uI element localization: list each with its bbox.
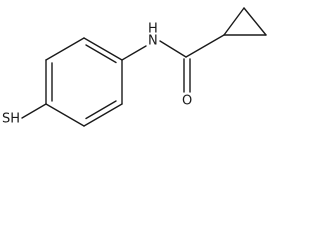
cyclopropane-bond	[223, 7, 245, 36]
benzene-ring	[45, 37, 123, 127]
ring-bond	[83, 103, 123, 127]
amide-nitrogen-label: N	[148, 34, 158, 49]
carbonyl-oxygen-label: O	[182, 94, 192, 109]
ring-double-bond	[85, 100, 117, 120]
ring-bond	[45, 103, 85, 127]
cyclopropane-ring	[223, 7, 267, 36]
carbonyl-cyclopropyl-bond	[185, 34, 225, 58]
carbon-nitrogen-bond	[121, 45, 147, 61]
ring-bond	[45, 37, 85, 61]
carbon-sulfur-bond	[21, 103, 47, 119]
nitrogen-carbonyl-bond	[159, 40, 187, 58]
thiol-group-label: SH	[2, 112, 20, 127]
ring-double-bond	[85, 44, 117, 64]
amide-hydrogen-label: H	[148, 22, 158, 37]
ring-bond	[83, 37, 123, 61]
cyclopropane-bond	[243, 7, 267, 36]
chemical-structure-diagram: H N O SH	[2, 7, 267, 127]
